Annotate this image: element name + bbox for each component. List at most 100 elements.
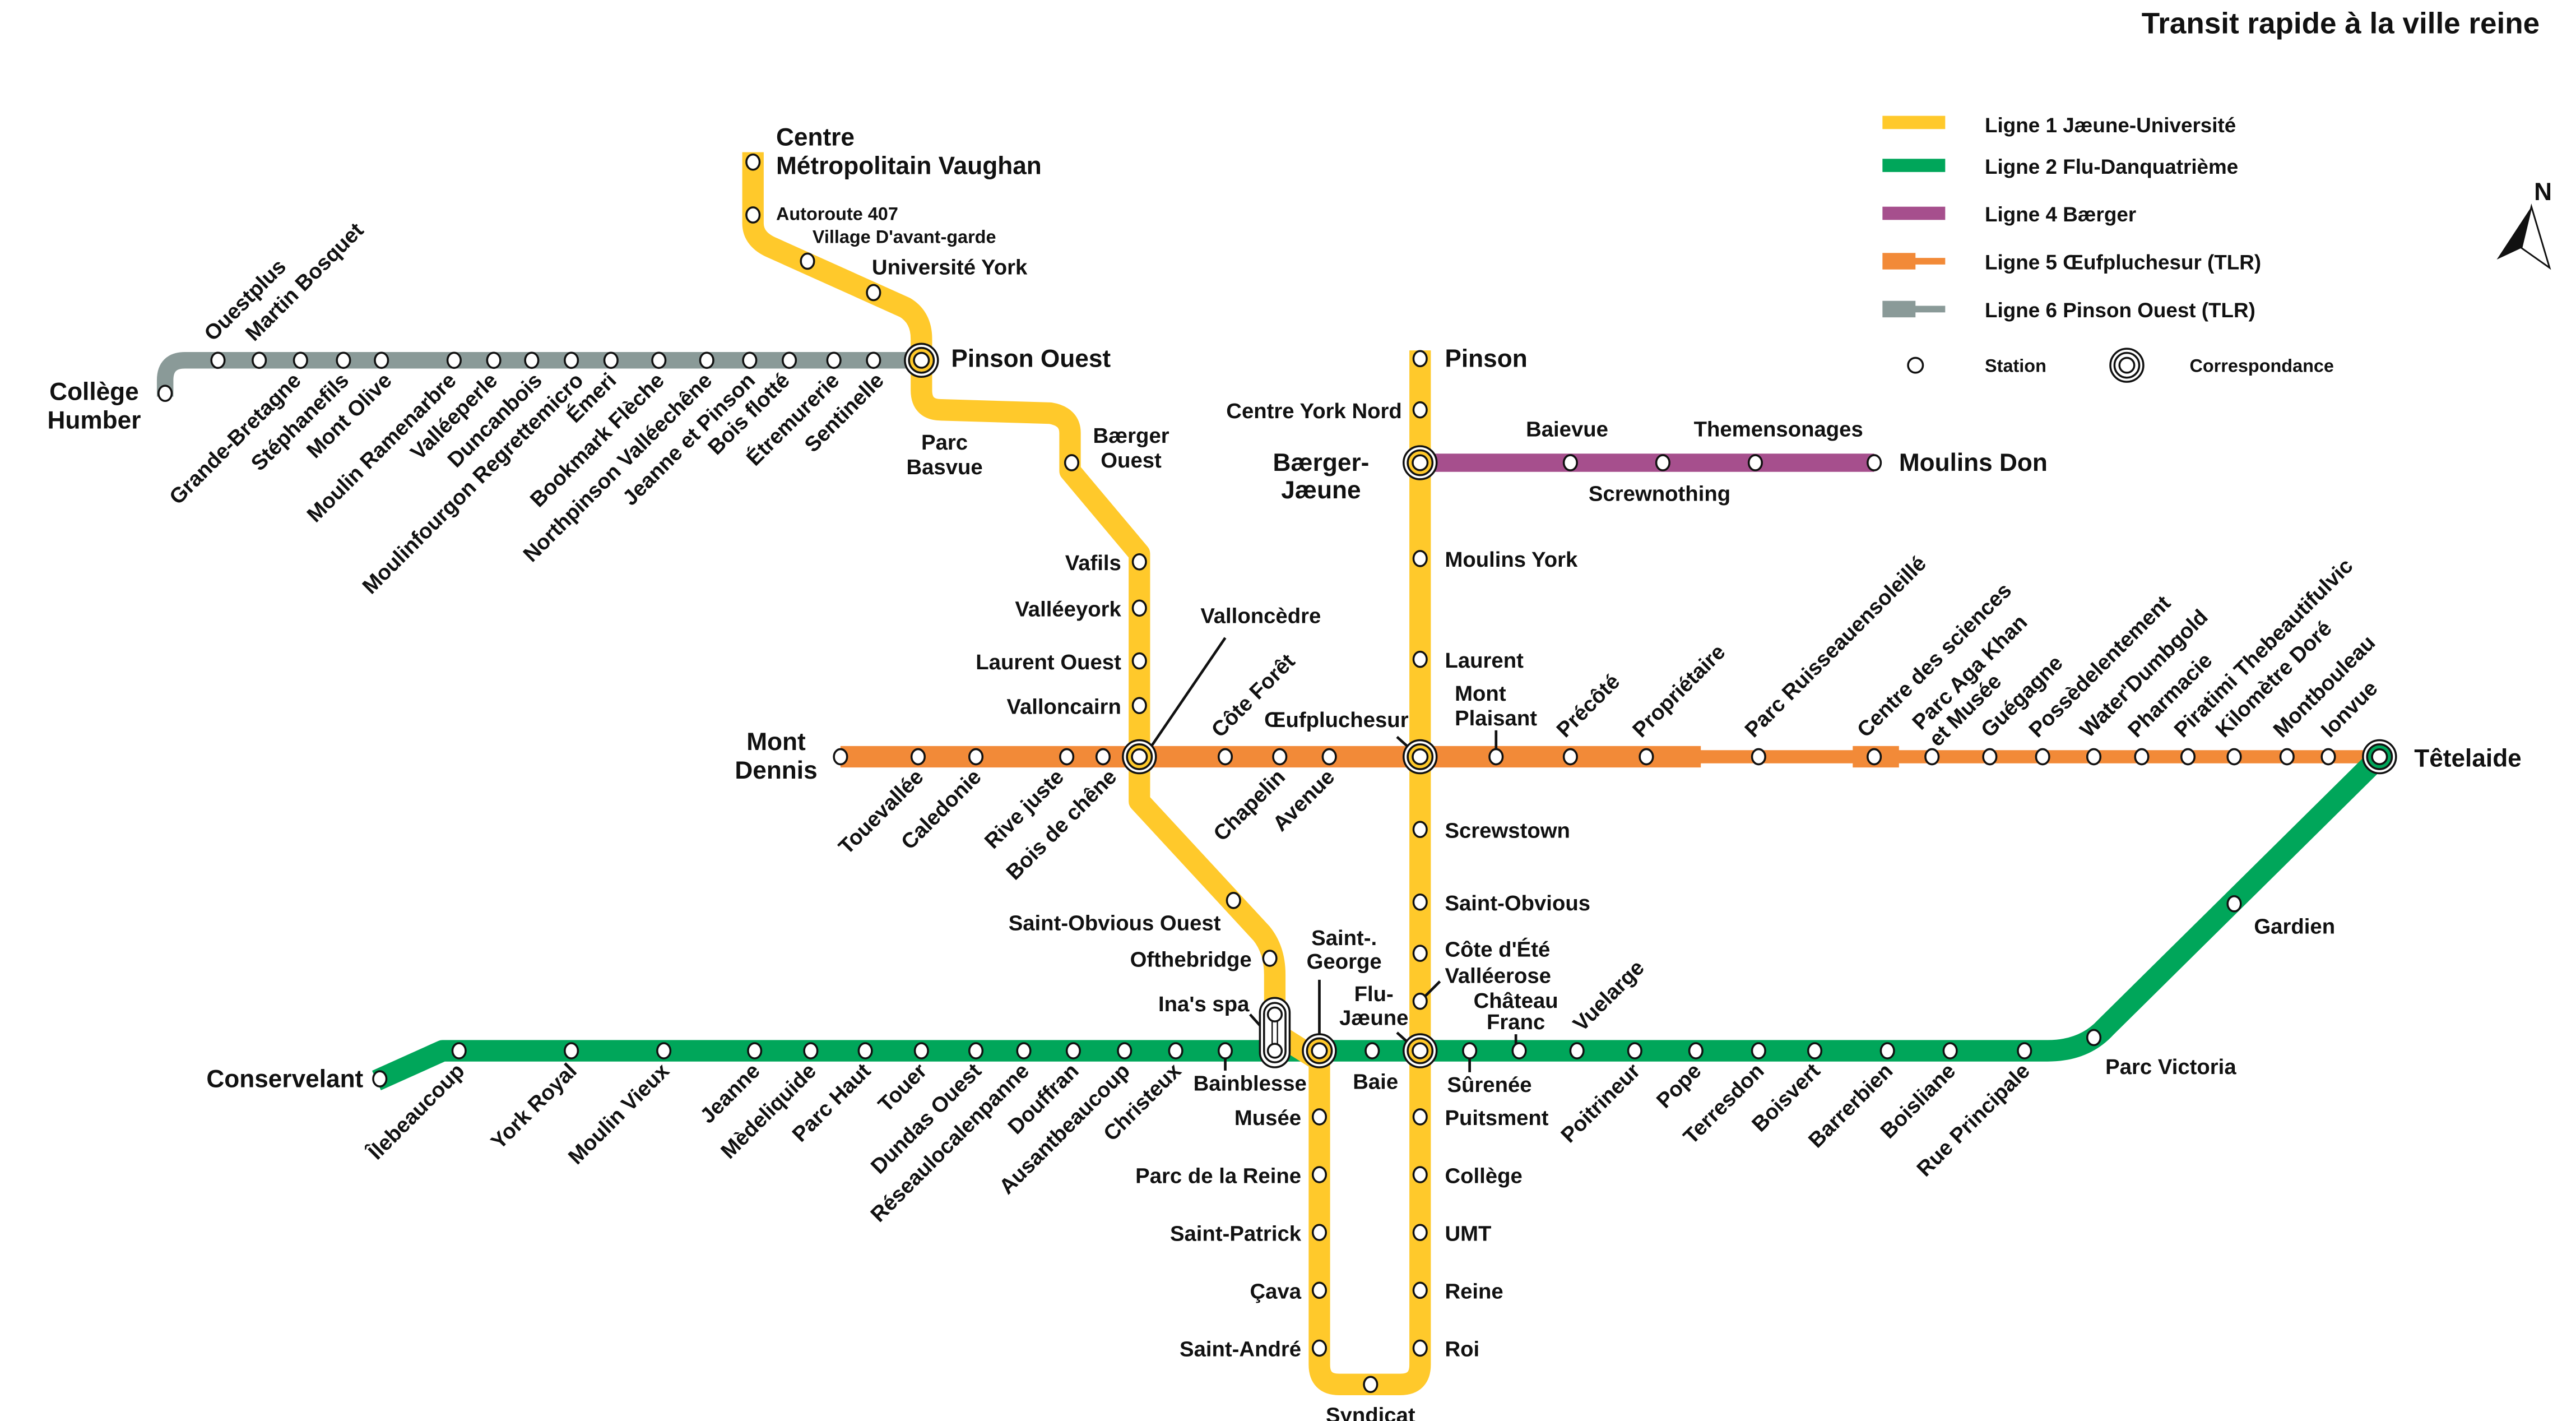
station-dot-icon[interactable] (2226, 895, 2242, 913)
station-l1[interactable]: Autoroute 407 (745, 203, 898, 224)
station-l4[interactable]: Baievue (1526, 417, 1608, 471)
station-dot-icon[interactable] (1569, 1042, 1585, 1059)
station-dot-icon[interactable] (564, 351, 579, 369)
station-l1[interactable]: Saint-Obvious (1412, 891, 1590, 915)
station-l1[interactable]: Parc de la Reine (1135, 1164, 1328, 1188)
station-dot-icon[interactable] (1412, 1166, 1428, 1183)
station-l1[interactable]: UMT (1412, 1221, 1491, 1246)
station-dot-icon[interactable] (252, 351, 267, 369)
station-dot-icon[interactable] (1131, 553, 1147, 571)
interchange-valloncedre[interactable]: Valloncèdre (1122, 604, 1321, 775)
station-dot-icon[interactable] (1412, 1224, 1428, 1242)
station-dot-icon[interactable] (1272, 748, 1288, 766)
station-dot-icon[interactable] (747, 1042, 763, 1059)
station-dot-icon[interactable] (2279, 748, 2295, 766)
station-dot-icon[interactable] (1311, 1166, 1328, 1183)
station-l1[interactable]: Valléerose (1412, 964, 1551, 1010)
station-dot-icon[interactable] (1412, 945, 1428, 962)
station-l2[interactable]: Réseaulocalenpanne (866, 1042, 1034, 1227)
station-dot-icon[interactable] (1412, 401, 1428, 419)
station-dot-icon[interactable] (1412, 992, 1428, 1010)
station-l1[interactable]: Université York (866, 256, 1028, 302)
station-dot-icon[interactable] (1655, 454, 1670, 471)
station-l1[interactable]: Moulins York (1412, 548, 1578, 572)
station-dot-icon[interactable] (1747, 454, 1763, 471)
station-dot-icon[interactable] (745, 206, 761, 224)
station-dot-icon[interactable] (910, 748, 926, 766)
station-l1[interactable]: Valloncairn (1007, 695, 1147, 719)
station-dot-icon[interactable] (1412, 650, 1428, 668)
station-l4[interactable]: Themensonages (1694, 417, 1863, 471)
station-l1[interactable]: Laurent Ouest (976, 650, 1147, 674)
station-l1[interactable]: Syndicat (1326, 1376, 1415, 1421)
station-dot-icon[interactable] (1131, 652, 1147, 670)
station-l1[interactable]: Reine (1412, 1280, 1503, 1304)
station-dot-icon[interactable] (2017, 1042, 2032, 1059)
station-dot-icon[interactable] (1639, 748, 1654, 766)
station-dot-icon[interactable] (374, 351, 389, 369)
station-dot-icon[interactable] (2086, 1029, 2102, 1047)
line-2-track[interactable] (372, 749, 2387, 1091)
station-dot-icon[interactable] (1562, 454, 1578, 471)
station-dot-icon[interactable] (826, 351, 842, 369)
station-l2[interactable]: Sûrenée (1447, 1042, 1532, 1097)
station-dot-icon[interactable] (336, 351, 351, 369)
station-dot-icon[interactable] (857, 1042, 873, 1059)
station-dot-icon[interactable] (833, 748, 848, 766)
station-dot-icon[interactable] (1016, 1042, 1032, 1059)
station-dot-icon[interactable] (564, 1042, 579, 1059)
station-dot-icon[interactable] (2134, 748, 2150, 766)
interchange-pinson-ouest[interactable]: Pinson Ouest (904, 342, 1111, 378)
station-dot-icon[interactable] (1462, 1042, 1478, 1059)
station-dot-icon[interactable] (866, 284, 881, 302)
station-dot-icon[interactable] (1311, 1224, 1328, 1242)
station-dot-icon[interactable] (656, 1042, 672, 1059)
station-l1[interactable]: Saint-André (1180, 1337, 1328, 1362)
interchange-oeufpluchesur[interactable]: Œufpluchesur (1264, 708, 1438, 775)
station-l2[interactable]: Moulin Vieux (564, 1042, 674, 1169)
station-dot-icon[interactable] (486, 351, 502, 369)
station-dot-icon[interactable] (1867, 454, 1882, 471)
station-dot-icon[interactable] (293, 351, 308, 369)
station-dot-icon[interactable] (1095, 748, 1111, 766)
line-1-track[interactable] (742, 152, 1431, 1395)
station-dot-icon[interactable] (1412, 821, 1428, 838)
station-dot-icon[interactable] (699, 351, 714, 369)
station-l1[interactable]: Pinson (1412, 345, 1528, 373)
station-l1[interactable]: Puitsment (1412, 1106, 1549, 1130)
station-dot-icon[interactable] (1168, 1042, 1183, 1059)
station-dot-icon[interactable] (1311, 1339, 1328, 1357)
station-dot-icon[interactable] (1412, 550, 1428, 567)
interchange-baerger-jaeune[interactable]: Bærger-Jæune (1273, 445, 1438, 504)
station-dot-icon[interactable] (1412, 1281, 1428, 1299)
station-dot-icon[interactable] (1511, 1042, 1527, 1059)
station-l5[interactable]: Parc Ruisseauensoleillé (1740, 551, 1931, 766)
station-dot-icon[interactable] (1262, 950, 1278, 967)
station-dot-icon[interactable] (1942, 1042, 1958, 1059)
station-l1[interactable]: Laurent (1412, 649, 1524, 673)
station-dot-icon[interactable] (1412, 350, 1428, 368)
station-dot-icon[interactable] (2180, 748, 2196, 766)
station-dot-icon[interactable] (603, 351, 619, 369)
station-l1[interactable]: Vafils (1065, 551, 1147, 575)
station-dot-icon[interactable] (372, 1070, 388, 1087)
station-dot-icon[interactable] (913, 1042, 929, 1059)
station-dot-icon[interactable] (866, 351, 881, 369)
station-dot-icon[interactable] (1131, 599, 1147, 617)
station-dot-icon[interactable] (1562, 748, 1578, 766)
station-dot-icon[interactable] (1363, 1376, 1378, 1394)
station-dot-icon[interactable] (1321, 748, 1337, 766)
station-dot-icon[interactable] (1488, 748, 1504, 766)
station-l2[interactable]: Gardien (2226, 895, 2335, 939)
interchange-inas-spa[interactable]: Ina's spa (1158, 992, 1291, 1068)
station-dot-icon[interactable] (968, 1042, 984, 1059)
line-6-track[interactable] (156, 352, 922, 397)
station-dot-icon[interactable] (524, 351, 540, 369)
station-dot-icon[interactable] (1217, 748, 1233, 766)
station-dot-icon[interactable] (1879, 1042, 1895, 1059)
station-l5[interactable]: Propriétaire (1628, 640, 1730, 766)
